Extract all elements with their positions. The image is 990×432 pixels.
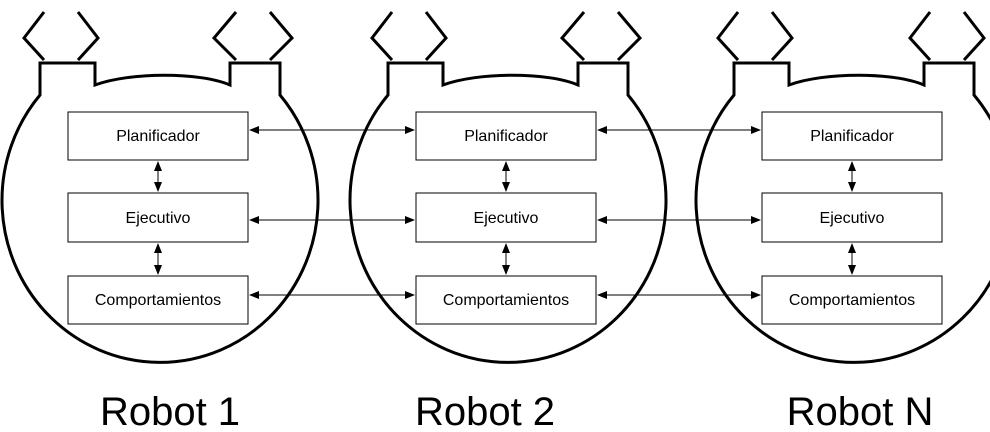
comportamientos-box — [761, 275, 943, 325]
robot-n: Planificador Ejecutivo Comportamientos R… — [694, 11, 990, 432]
robot-body — [694, 61, 990, 364]
robot-body — [348, 61, 668, 364]
robot-name: Robot 2 — [415, 390, 555, 432]
robot-body — [0, 61, 320, 364]
comportamientos-label: Comportamientos — [789, 292, 915, 309]
planificador-box — [415, 111, 597, 161]
planificador-box — [761, 111, 943, 161]
ejecutivo-box — [415, 192, 597, 243]
gripper-right-icon — [211, 11, 295, 62]
robot-1: Planificador Ejecutivo Comportamientos R… — [0, 11, 320, 432]
planificador-label: Planificador — [464, 128, 548, 145]
robot-name: Robot N — [787, 390, 934, 432]
ejecutivo-label: Ejecutivo — [820, 210, 885, 227]
robot-name: Robot 1 — [100, 390, 240, 432]
comportamientos-label: Comportamientos — [443, 292, 569, 309]
robot-2: Planificador Ejecutivo Comportamientos R… — [348, 11, 668, 432]
comportamientos-box — [67, 275, 249, 325]
inter-robot-links — [249, 126, 761, 299]
ejecutivo-box — [761, 192, 943, 243]
planificador-label: Planificador — [810, 128, 894, 145]
ejecutivo-box — [67, 192, 249, 243]
planificador-box — [67, 111, 249, 161]
gripper-right-icon — [559, 11, 643, 62]
ejecutivo-label: Ejecutivo — [474, 210, 539, 227]
comportamientos-box — [415, 275, 597, 325]
gripper-right-icon — [908, 11, 986, 62]
gripper-left-icon — [370, 11, 448, 62]
planificador-label: Planificador — [116, 128, 200, 145]
gripper-left-icon — [22, 11, 100, 62]
gripper-left-icon — [716, 11, 794, 62]
comportamientos-label: Comportamientos — [95, 292, 221, 309]
ejecutivo-label: Ejecutivo — [126, 210, 191, 227]
